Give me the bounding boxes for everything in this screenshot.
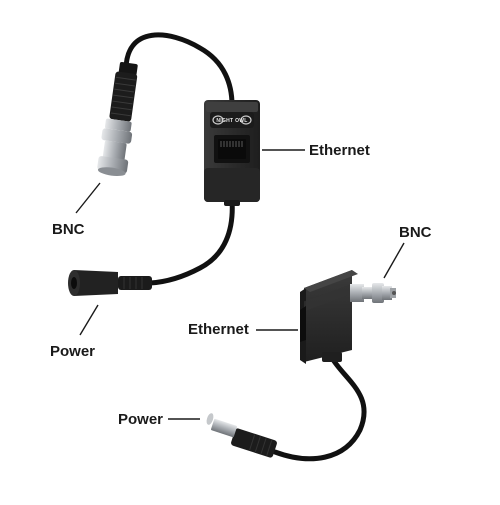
bnc-connector-left [97, 61, 138, 177]
callout-bnc-left: BNC [52, 221, 85, 238]
bnc-connector-right [350, 283, 396, 303]
dc-power-plug-right [206, 413, 277, 458]
coax-cable-left [123, 32, 235, 108]
leader-bnc-left [75, 182, 101, 214]
brand-logo-text: NIGHT OWL [216, 118, 247, 124]
balun-left: NIGHT OWL [68, 32, 260, 296]
power-cable-right [272, 355, 367, 462]
balun-housing-left: NIGHT OWL [204, 100, 260, 206]
callout-leaders [75, 149, 405, 420]
balun-housing-right [300, 270, 358, 364]
power-cable-left [147, 197, 235, 286]
leader-bnc-right [383, 242, 405, 279]
callout-bnc-right: BNC [399, 224, 432, 241]
callout-ethernet-right: Ethernet [188, 321, 249, 338]
rj45-port-right [300, 306, 306, 342]
dc-power-jack-left [68, 270, 152, 296]
balun-right [206, 270, 396, 462]
callout-power-bottom: Power [118, 411, 164, 428]
callout-ethernet-top: Ethernet [309, 142, 370, 159]
owl-eyes-icon [212, 115, 252, 125]
rj45-port-left [214, 135, 250, 163]
leader-power-left [79, 304, 99, 336]
callout-power-left: Power [50, 343, 96, 360]
